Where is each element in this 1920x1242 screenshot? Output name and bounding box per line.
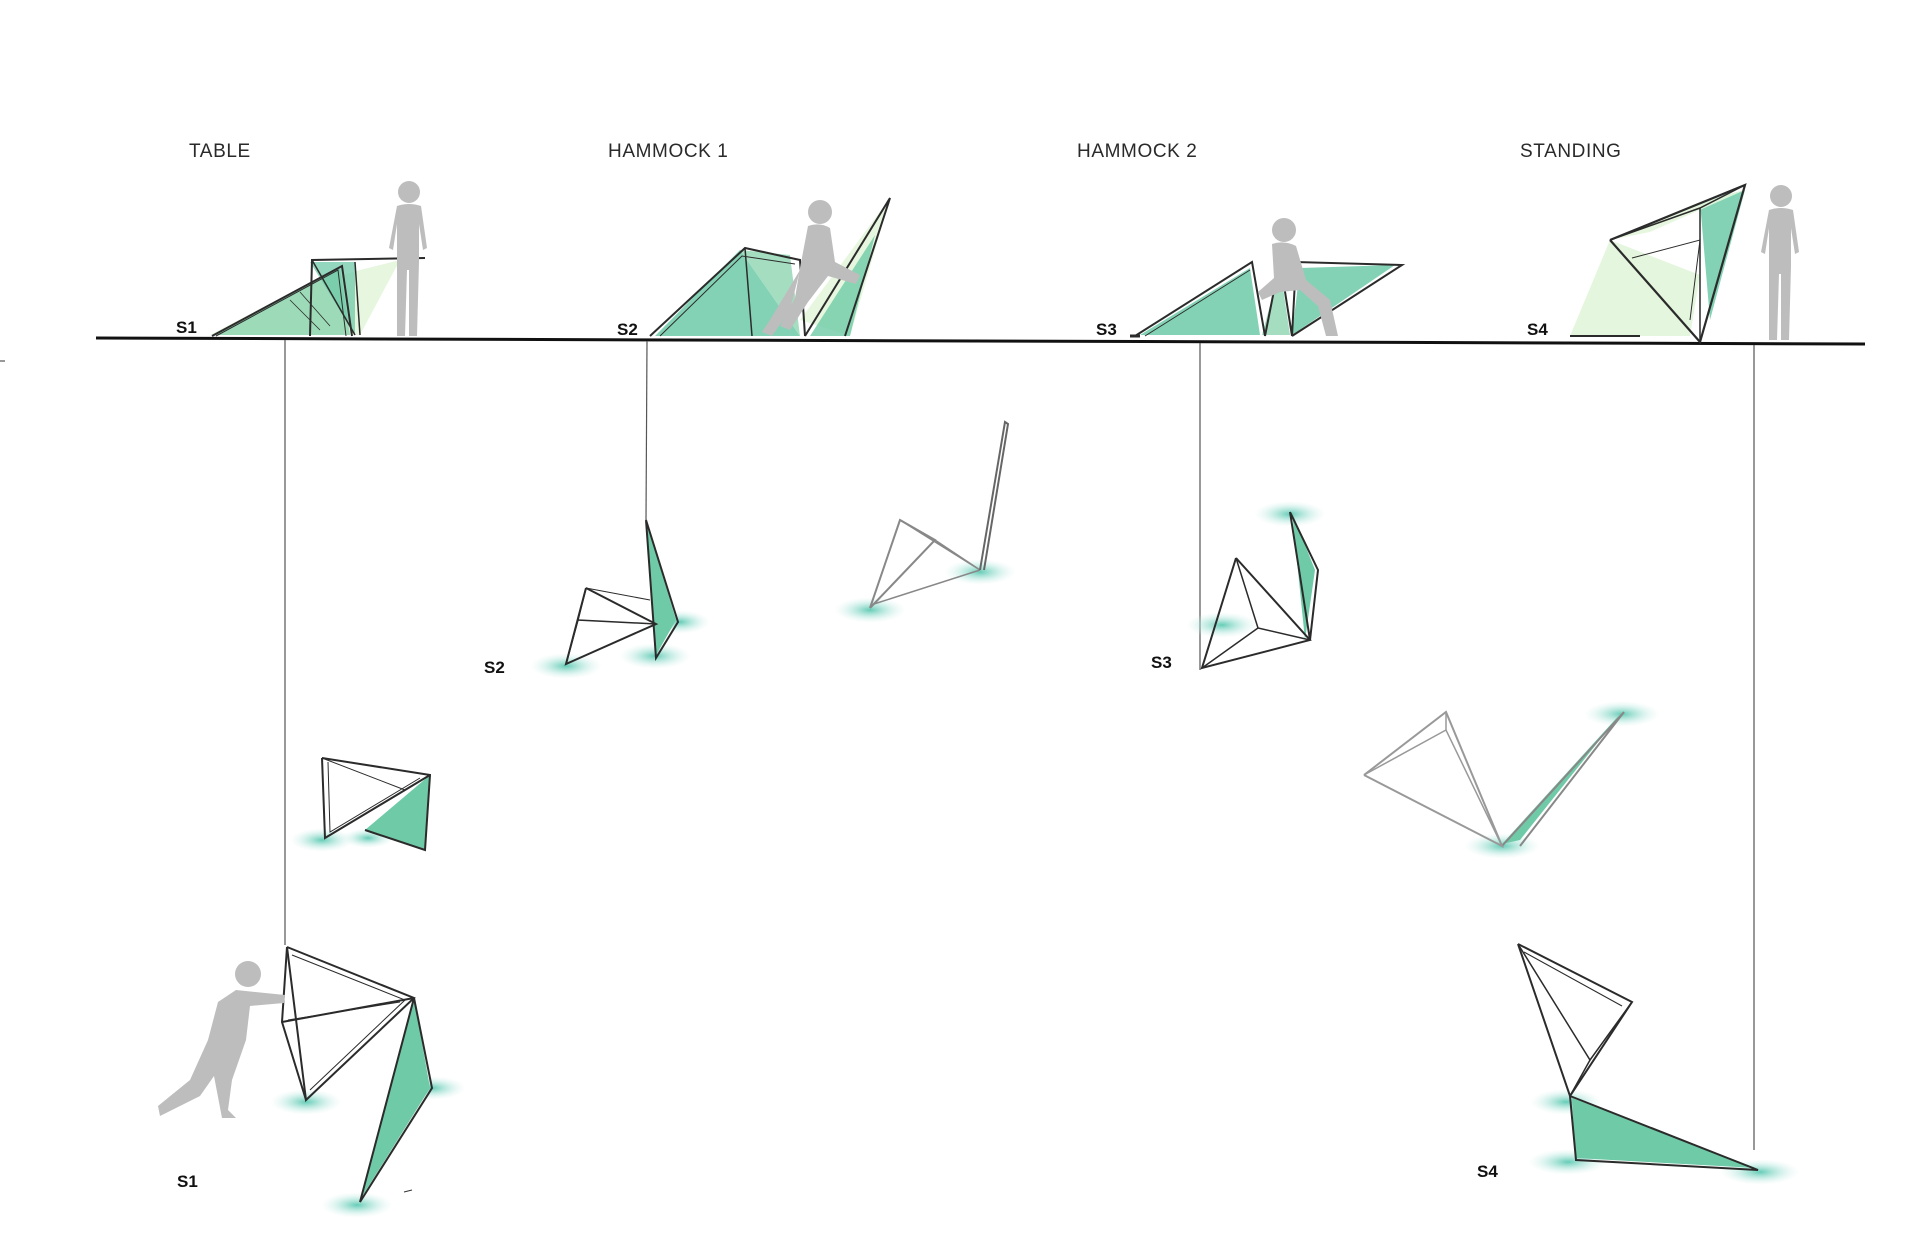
plan-s1-lower	[158, 946, 466, 1218]
plan-s3	[1186, 501, 1326, 670]
heading-table: TABLE	[189, 141, 251, 162]
plan-tag-s3: S3	[1151, 653, 1172, 672]
plan-s1-upper	[290, 757, 432, 852]
heading-standing: STANDING	[1520, 141, 1622, 162]
plan-s4-upper	[1363, 701, 1660, 859]
person-silhouette-icon	[762, 200, 860, 336]
plan-tag-s2: S2	[484, 658, 505, 677]
elevation-table	[210, 181, 427, 337]
plan-tag-s1: S1	[177, 1172, 198, 1191]
elevation-tag-s2: S2	[617, 320, 638, 339]
plan-s2-right	[834, 420, 1016, 623]
plan-tag-s4: S4	[1477, 1162, 1498, 1181]
stray-mark	[403, 1189, 413, 1193]
plan-s4-lower	[1517, 943, 1800, 1185]
person-silhouette-icon	[1258, 218, 1338, 336]
ground-line	[95, 336, 1866, 346]
person-silhouette-icon	[1761, 185, 1799, 340]
person-silhouette-icon	[158, 961, 285, 1118]
elevation-tag-s3: S3	[1096, 320, 1117, 339]
elevation-tag-s1: S1	[176, 318, 197, 337]
elevation-standing	[1570, 183, 1799, 345]
heading-hammock-1: HAMMOCK 1	[608, 141, 729, 162]
elevation-tag-s4: S4	[1527, 320, 1548, 339]
heading-hammock-2: HAMMOCK 2	[1077, 141, 1198, 162]
elevation-hammock-2	[1130, 218, 1406, 338]
plan-s2-left	[530, 519, 710, 679]
leader-line-s2	[645, 340, 648, 521]
elevation-hammock-1	[649, 197, 891, 337]
